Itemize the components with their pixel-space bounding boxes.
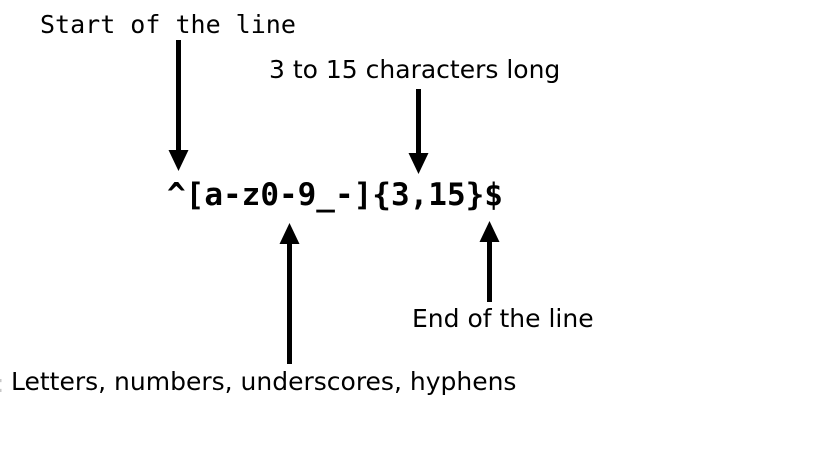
- arrow-up-character-class: [277, 222, 303, 364]
- regex-pattern-text: ^[a-z0-9_-]{3,15}$: [167, 177, 503, 213]
- annotation-label-start-of-line: Start of the line: [40, 10, 296, 39]
- clipped-text-fragment: :: [0, 369, 4, 398]
- annotation-label-length: 3 to 15 characters long: [269, 55, 561, 84]
- arrow-down-length-quantifier: [406, 89, 432, 175]
- annotation-label-character-class: Letters, numbers, underscores, hyphens: [11, 367, 517, 396]
- arrow-up-end-of-line: [477, 220, 503, 302]
- annotation-label-end-of-line: End of the line: [412, 304, 594, 333]
- arrow-down-start-of-line: [166, 40, 192, 172]
